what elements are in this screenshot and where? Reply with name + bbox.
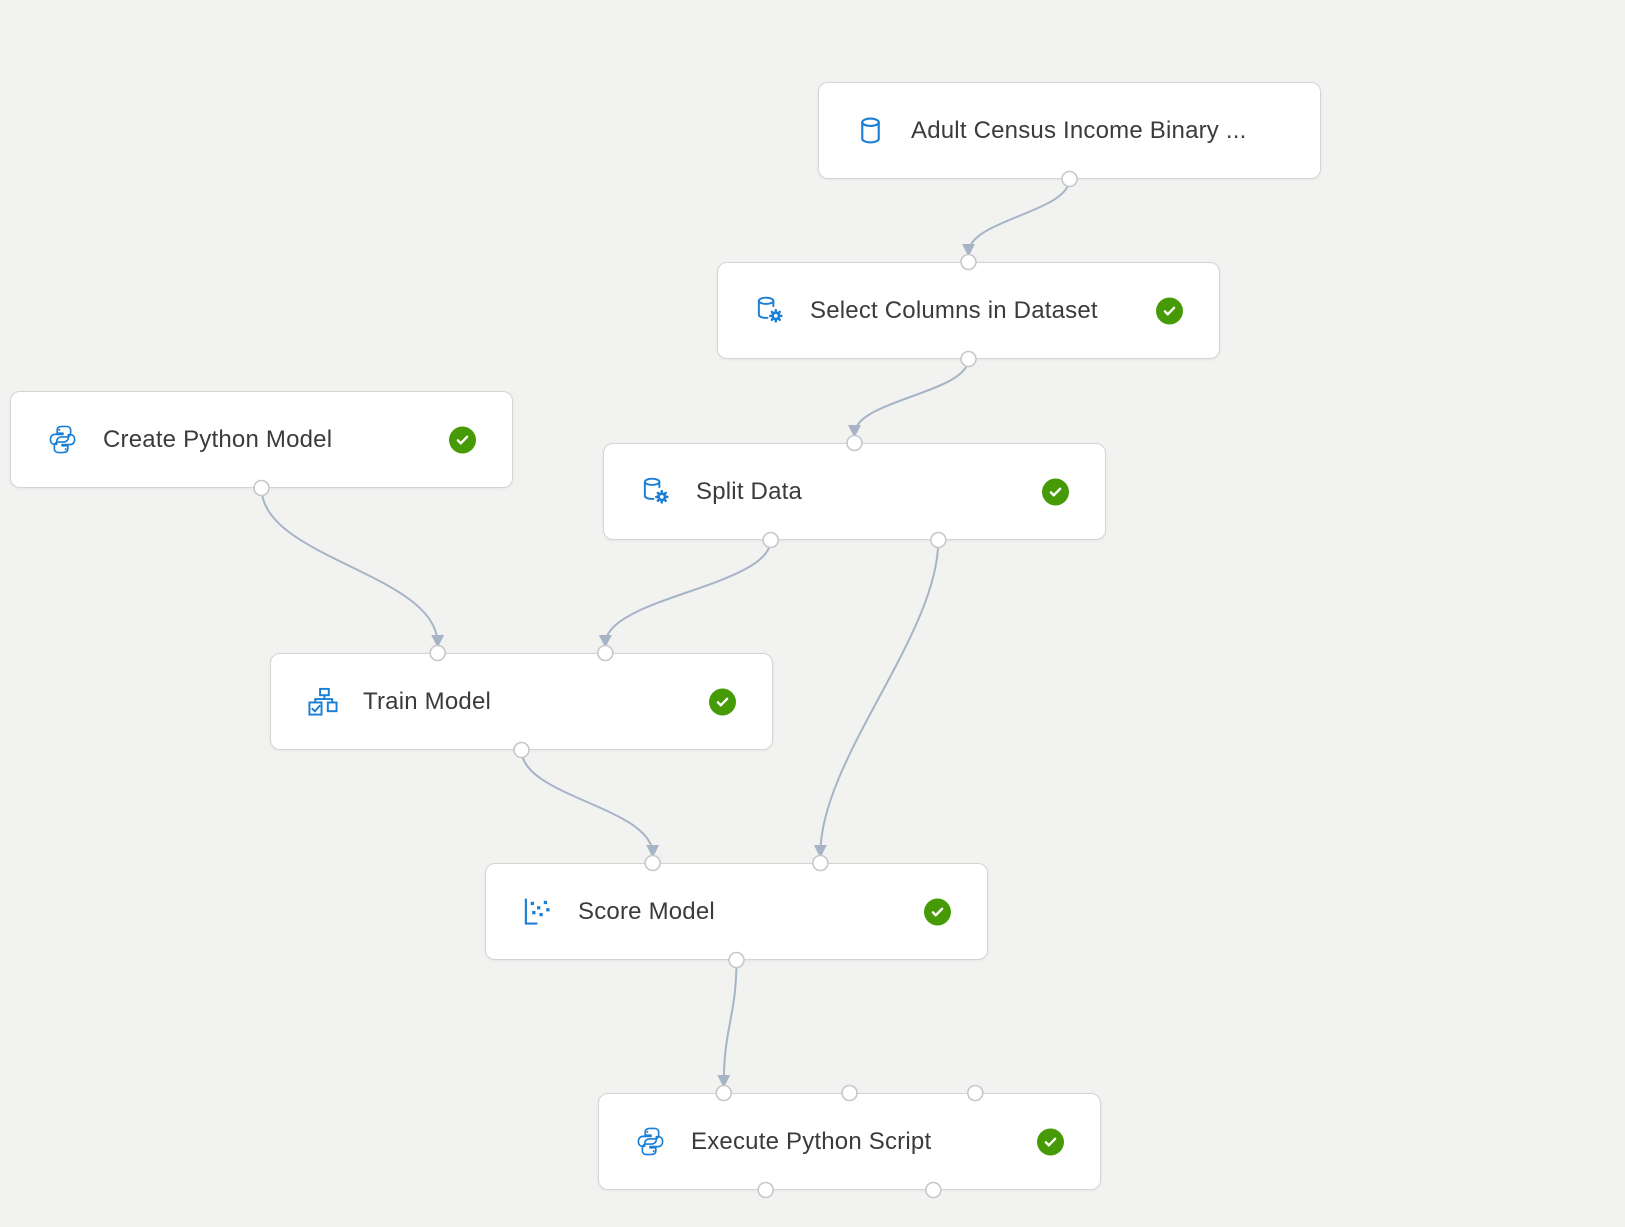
status-completed-check-icon xyxy=(1037,1128,1064,1155)
input-port[interactable] xyxy=(966,1084,984,1102)
output-port[interactable] xyxy=(513,741,530,759)
node-create-python-model[interactable]: Create Python Model xyxy=(10,391,513,488)
python-icon xyxy=(635,1126,666,1157)
status-completed-check-icon xyxy=(1156,297,1183,324)
output-port[interactable] xyxy=(925,1181,942,1199)
database-icon xyxy=(855,115,886,146)
input-port[interactable] xyxy=(846,434,863,452)
output-port[interactable] xyxy=(253,479,270,497)
node-label: Create Python Model xyxy=(103,425,333,453)
output-port[interactable] xyxy=(930,531,947,549)
node-train-model[interactable]: Train Model xyxy=(270,653,773,750)
input-port[interactable] xyxy=(715,1084,733,1102)
node-label: Score Model xyxy=(578,897,715,925)
output-port[interactable] xyxy=(762,531,779,549)
database-gear-icon xyxy=(640,476,671,507)
database-gear-icon xyxy=(754,295,785,326)
input-port[interactable] xyxy=(841,1084,858,1102)
node-label: Train Model xyxy=(363,687,492,715)
output-port[interactable] xyxy=(728,951,745,969)
status-completed-check-icon xyxy=(709,688,736,715)
input-port[interactable] xyxy=(429,644,446,662)
status-completed-check-icon xyxy=(1042,478,1069,505)
input-port[interactable] xyxy=(597,644,614,662)
scatter-plot-icon xyxy=(522,896,553,927)
python-icon xyxy=(47,424,78,455)
node-select-columns-in-dataset[interactable]: Select Columns in Dataset xyxy=(717,262,1220,359)
status-completed-check-icon xyxy=(449,426,476,453)
node-label: Split Data xyxy=(696,477,803,505)
input-port[interactable] xyxy=(960,253,977,271)
output-port[interactable] xyxy=(1061,170,1078,188)
node-label: Execute Python Script xyxy=(691,1127,932,1155)
node-execute-python-script[interactable]: Execute Python Script xyxy=(598,1093,1101,1190)
node-score-model[interactable]: Score Model xyxy=(485,863,988,960)
node-label: Select Columns in Dataset xyxy=(810,296,1098,324)
output-port[interactable] xyxy=(960,350,977,368)
node-split-data[interactable]: Split Data xyxy=(603,443,1106,540)
node-label: Adult Census Income Binary ... xyxy=(911,116,1247,144)
input-port[interactable] xyxy=(644,854,661,872)
status-completed-check-icon xyxy=(924,898,951,925)
output-port[interactable] xyxy=(757,1181,774,1199)
node-adult-census-income[interactable]: Adult Census Income Binary ... xyxy=(818,82,1321,179)
train-model-icon xyxy=(307,686,338,717)
input-port[interactable] xyxy=(812,854,829,872)
